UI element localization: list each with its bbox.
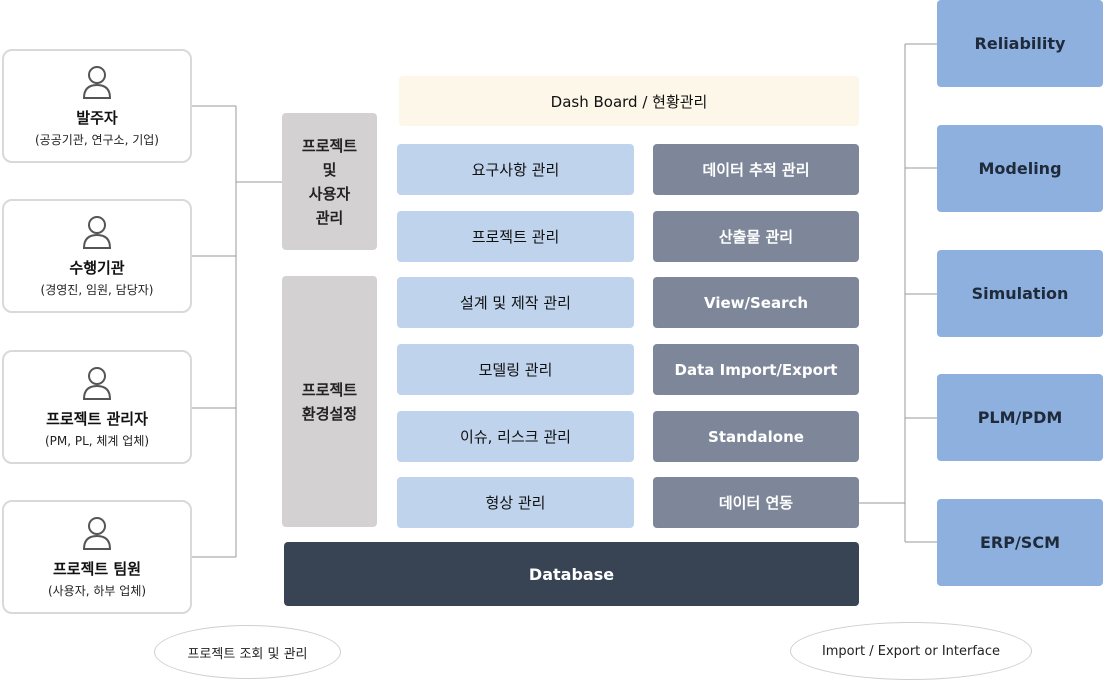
user-card-project-manager: 프로젝트 관리자 (PM, PL, 체계 업체) xyxy=(2,350,192,464)
caption-project-view-management: 프로젝트 조회 및 관리 xyxy=(154,625,341,679)
module-design-production: 설계 및 제작 관리 xyxy=(397,277,634,328)
external-plm-pdm: PLM/PDM xyxy=(937,374,1103,461)
external-erp-scm: ERP/SCM xyxy=(937,499,1103,586)
module-modeling: 모델링 관리 xyxy=(397,344,634,395)
person-icon xyxy=(82,517,112,550)
module-configuration: 형상 관리 xyxy=(397,477,634,528)
user-card-client: 발주자 (공공기관, 연구소, 기업) xyxy=(2,49,192,163)
user-title: 발주자 xyxy=(76,109,118,127)
external-simulation: Simulation xyxy=(937,250,1103,337)
module-requirements: 요구사항 관리 xyxy=(397,144,634,195)
external-modeling: Modeling xyxy=(937,125,1103,212)
caption-import-export-interface: Import / Export or Interface xyxy=(790,622,1032,680)
user-card-contractor: 수행기관 (경영진, 임원, 담당자) xyxy=(2,199,192,313)
dashboard-banner: Dash Board / 현황관리 xyxy=(399,76,859,126)
module-standalone: Standalone xyxy=(653,411,859,462)
user-title: 수행기관 xyxy=(69,259,125,277)
user-title: 프로젝트 팀원 xyxy=(52,560,142,578)
module-project: 프로젝트 관리 xyxy=(397,211,634,262)
panel-project-environment: 프로젝트 환경설정 xyxy=(282,276,377,527)
module-deliverables: 산출물 관리 xyxy=(653,211,859,262)
user-subtitle: (PM, PL, 체계 업체) xyxy=(44,434,150,448)
user-title: 프로젝트 관리자 xyxy=(46,410,148,428)
module-view-search: View/Search xyxy=(653,277,859,328)
person-icon xyxy=(82,216,112,249)
external-reliability: Reliability xyxy=(937,0,1103,87)
user-subtitle: (경영진, 임원, 담당자) xyxy=(40,283,154,297)
person-icon xyxy=(82,367,112,400)
user-card-team-member: 프로젝트 팀원 (사용자, 하부 업체) xyxy=(2,500,192,614)
module-data-integration: 데이터 연동 xyxy=(653,477,859,528)
module-data-tracking: 데이터 추적 관리 xyxy=(653,144,859,195)
person-icon xyxy=(82,66,112,99)
user-subtitle: (공공기관, 연구소, 기업) xyxy=(35,133,159,147)
module-data-import-export: Data Import/Export xyxy=(653,344,859,395)
panel-project-user-management: 프로젝트 및 사용자 관리 xyxy=(282,113,377,250)
user-subtitle: (사용자, 하부 업체) xyxy=(47,584,147,598)
module-issue-risk: 이슈, 리스크 관리 xyxy=(397,411,634,462)
database-bar: Database xyxy=(284,542,859,606)
